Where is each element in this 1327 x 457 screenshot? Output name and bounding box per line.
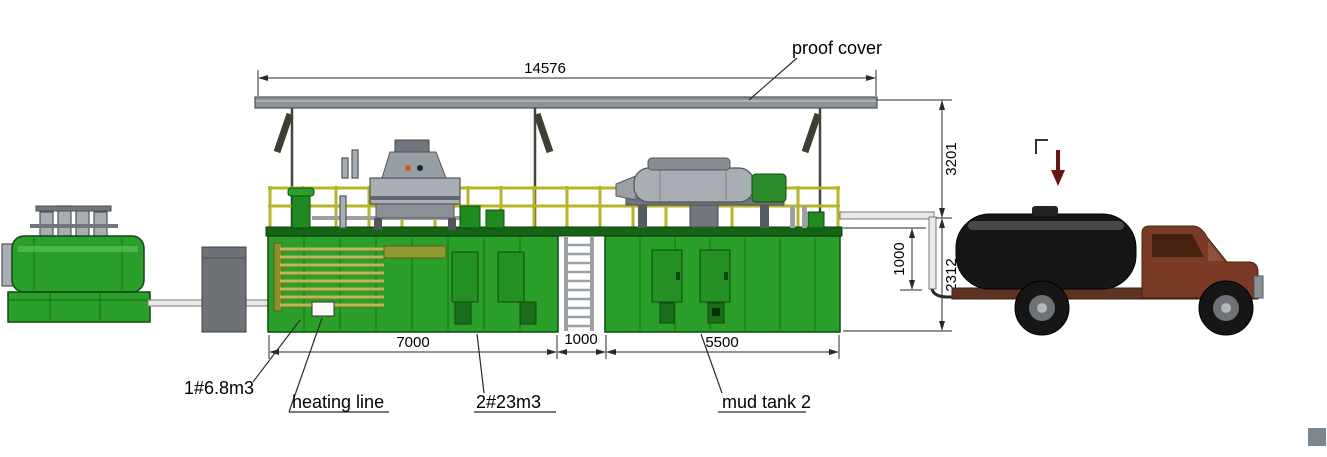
proof-cover-label: proof cover bbox=[792, 38, 882, 58]
deck-pump bbox=[291, 193, 311, 229]
access-ladder bbox=[564, 236, 594, 331]
centrifuge-bowl bbox=[633, 167, 755, 203]
cab-window bbox=[1152, 234, 1204, 257]
front-bumper bbox=[1253, 275, 1264, 299]
indicator-dot bbox=[405, 165, 411, 171]
ladder-gap-text: 1000 bbox=[564, 331, 597, 348]
tank2-hatch bbox=[659, 302, 675, 324]
discharge-box bbox=[689, 204, 719, 228]
riser-pipe bbox=[802, 206, 807, 228]
tank2-capacity-label: 2#23m3 bbox=[476, 392, 541, 412]
tank1-capacity-label: 1#6.8m3 bbox=[184, 378, 254, 398]
tank1-hatch bbox=[519, 301, 537, 325]
mud-tank-2 bbox=[604, 235, 841, 333]
proof-cover-callout: proof cover bbox=[748, 38, 882, 101]
shale-shaker bbox=[341, 139, 461, 230]
overall-length-text: 14576 bbox=[524, 60, 566, 77]
post-brace bbox=[801, 112, 822, 154]
auxiliary-tank-unit bbox=[1, 205, 151, 323]
outlet-drop-text: 1000 bbox=[891, 242, 908, 275]
corner-marker bbox=[1308, 428, 1326, 446]
tank2-length-text: 5500 bbox=[705, 334, 738, 351]
heating-coil bbox=[273, 242, 447, 312]
hopper bbox=[381, 151, 447, 179]
height-dimensions: 3201 2312 1000 bbox=[843, 99, 960, 332]
centrifuge-motor bbox=[751, 173, 787, 203]
truck-tank bbox=[955, 206, 1137, 290]
shaker-body bbox=[369, 177, 461, 205]
aux-tank-skid bbox=[7, 291, 151, 323]
centrifuge-cone bbox=[615, 175, 637, 201]
deck-pump bbox=[485, 209, 505, 229]
feed-inlet bbox=[394, 139, 430, 153]
cover-height-text: 3201 bbox=[943, 142, 960, 175]
aux-tank-body bbox=[11, 235, 145, 293]
reference-arrow-marker bbox=[1035, 139, 1065, 186]
arrow-head-icon bbox=[1051, 170, 1065, 186]
post-brace bbox=[533, 112, 554, 154]
bracket-mark bbox=[1035, 139, 1048, 154]
mud-tank-1 bbox=[267, 235, 559, 333]
deck-pump bbox=[807, 211, 825, 229]
cover-support-posts bbox=[273, 108, 822, 227]
tank1-length-text: 7000 bbox=[396, 334, 429, 351]
rear-wheel bbox=[1014, 280, 1070, 336]
mud-tank2-label: mud tank 2 bbox=[722, 392, 811, 412]
proof-cover bbox=[254, 96, 878, 109]
decanter-centrifuge bbox=[615, 157, 787, 228]
centrifuge-cover bbox=[647, 157, 731, 171]
vacuum-truck bbox=[951, 206, 1264, 336]
length-dimensions: 7000 1000 5500 bbox=[268, 331, 840, 359]
tank1-door bbox=[497, 251, 525, 303]
tank1-door bbox=[451, 251, 479, 303]
discharge-pipe bbox=[839, 211, 958, 299]
truck-cab bbox=[1141, 225, 1264, 299]
riser-pipe bbox=[790, 206, 795, 228]
discharge-hose bbox=[930, 288, 958, 299]
tank1-nameplate bbox=[311, 301, 335, 317]
overall-length-dimension: 14576 bbox=[257, 60, 877, 96]
feed-pipe bbox=[341, 157, 349, 179]
manhole bbox=[1032, 206, 1058, 216]
control-cabinet bbox=[201, 246, 247, 333]
tank-height-text: 2312 bbox=[943, 258, 960, 291]
callout-labels: 1#6.8m3 heating line 2#23m3 mud tank 2 bbox=[184, 317, 811, 413]
heating-line-label: heating line bbox=[292, 392, 384, 412]
post-brace bbox=[273, 112, 294, 154]
walkway-edge bbox=[265, 226, 843, 237]
tank1-hatch bbox=[454, 301, 472, 325]
tank-highlight bbox=[968, 221, 1124, 230]
feed-pipe bbox=[351, 149, 359, 179]
riser-pipe bbox=[339, 195, 347, 229]
windshield bbox=[1208, 241, 1224, 261]
deck-pump bbox=[459, 205, 481, 229]
front-wheel bbox=[1198, 280, 1254, 336]
tank2-deck-equipment bbox=[790, 206, 825, 229]
